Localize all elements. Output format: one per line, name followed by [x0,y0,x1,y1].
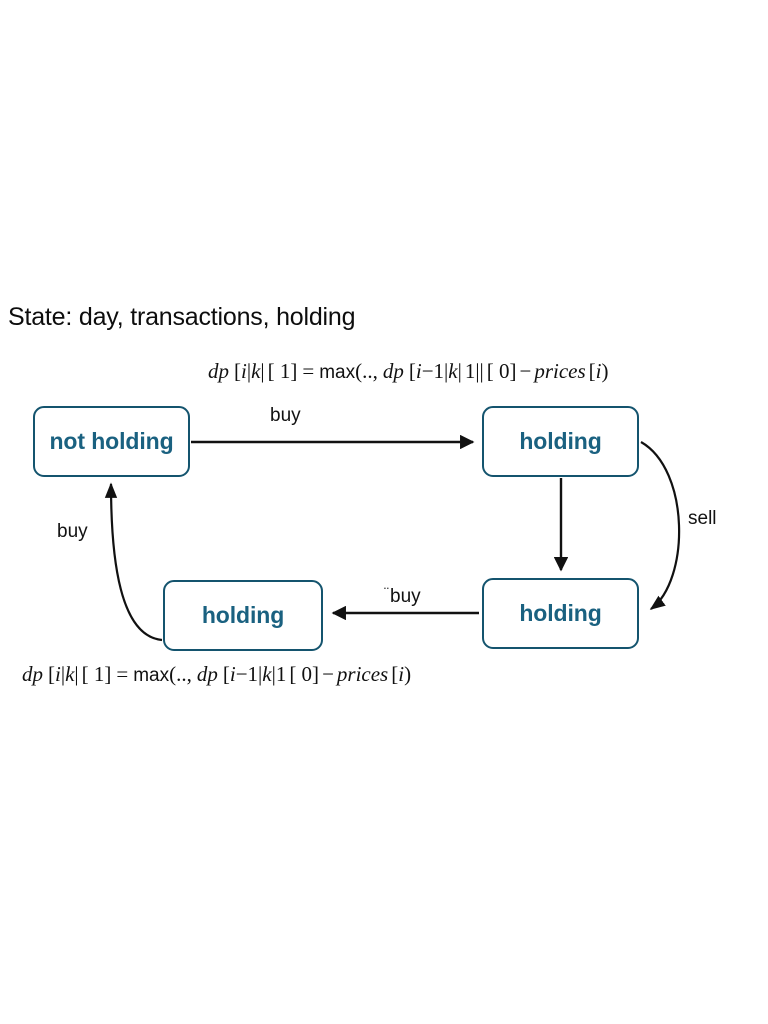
formula-top-rhs-var: dp [382,359,404,383]
formula-top: dp[i|k|[ 1]=max(..,dp[i−1|k|1||[ 0]−pric… [208,359,609,383]
formula-bottom-rhs-var: dp [196,662,218,686]
state-node-label: not holding [49,428,174,454]
state-node-label: holding [519,428,602,454]
edge-label-buy-mid: ¨buy [384,585,421,608]
edge-label-sell: sell [688,508,717,529]
formula-top-equals: = [302,359,315,383]
formula-bottom-minus: − [322,662,334,686]
state-node-not-holding[interactable]: not holding [33,406,190,477]
page-title: State: day, transactions, holding [8,303,356,331]
formula-top-max-op: max [319,362,356,383]
edge-label-buy-left: buy [57,521,88,542]
state-node-holding-top[interactable]: holding [482,406,639,477]
formula-bottom-prices-var: prices [336,662,389,686]
formula-top-ellipsis: .. [362,359,373,383]
state-node-label: holding [201,602,285,628]
formula-bottom-lhs-var: dp [22,662,43,686]
edge-buy-left [104,482,163,642]
state-node-holding-bottom-left[interactable]: holding [163,580,323,651]
formula-top-prices-var: prices [534,359,586,383]
formula-top-lhs-var: dp [208,359,229,383]
formula-bottom-equals: = [116,662,129,686]
edge-label-buy-mid-text: buy [390,586,421,607]
formula-bottom-ellipsis: .. [176,662,187,686]
state-node-holding-bottom-right[interactable]: holding [482,578,639,649]
edge-sell [640,441,681,610]
formula-top-minus: − [519,359,532,383]
formula-bottom: dp[i|k|[ 1]=max(..,dp[i−1|k|1[ 0]−prices… [22,662,412,686]
state-node-label: holding [519,600,602,626]
edge-label-buy-top: buy [270,405,301,426]
formula-bottom-max-op: max [133,665,170,686]
edge-label-buy-mid-prefix: ¨ [384,585,390,602]
